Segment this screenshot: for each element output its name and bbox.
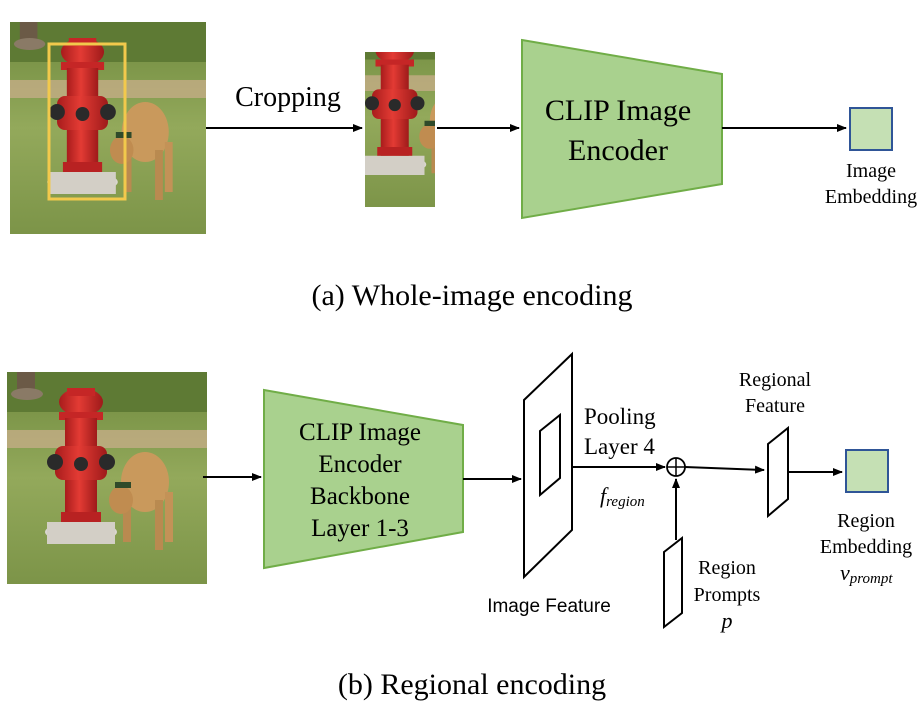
region-embedding-line2: Embedding: [820, 536, 912, 558]
v-prompt-symbol: vprompt: [840, 560, 893, 587]
input-image-a: [10, 22, 206, 234]
encoder-a-line1: CLIP Image: [545, 94, 691, 127]
caption-a: (a) Whole-image encoding: [312, 279, 633, 312]
arrow-to-regional-feature: [684, 465, 765, 474]
image-embedding-label-line1: Image: [846, 160, 896, 182]
cropping-label: Cropping: [235, 82, 341, 113]
regional-feature-block: [767, 425, 789, 519]
p-symbol: p: [720, 608, 733, 633]
region-prompts-block: [663, 535, 683, 630]
crop-box: [47, 42, 127, 201]
region-window: [539, 412, 561, 498]
input-image-b: [7, 372, 207, 584]
clip-backbone: [263, 388, 464, 570]
panel-b: CLIP Image Encoder Backbone Layer 1-3 Im…: [7, 351, 912, 701]
f-region-symbol: fregion: [600, 483, 645, 510]
backbone-line1: CLIP Image: [299, 419, 421, 446]
regional-feature-line2: Feature: [745, 395, 805, 417]
pooling-line1: Pooling: [584, 404, 656, 429]
caption-b: (b) Regional encoding: [338, 668, 606, 701]
pooling-line2: Layer 4: [584, 434, 655, 459]
backbone-line2: Encoder: [318, 451, 402, 478]
image-feature-label: Image Feature: [487, 596, 611, 617]
image-embedding-box: [849, 107, 893, 151]
region-embedding-box: [845, 449, 889, 493]
cropped-image: [365, 52, 435, 207]
regional-feature-line1: Regional: [739, 369, 812, 391]
sum-operator: [666, 457, 686, 477]
backbone-line4: Layer 1-3: [311, 515, 409, 542]
clip-image-encoder-a: [521, 38, 723, 220]
region-prompts-line1: Region: [698, 557, 756, 579]
image-embedding-label-line2: Embedding: [825, 186, 917, 208]
region-embedding-line1: Region: [837, 510, 895, 532]
encoder-a-line2: Encoder: [568, 134, 668, 167]
panel-a: Cropping CLIP Image Encoder Image Embedd…: [10, 22, 917, 312]
region-prompts-line2: Prompts: [694, 584, 761, 606]
backbone-line3: Backbone: [310, 483, 410, 510]
